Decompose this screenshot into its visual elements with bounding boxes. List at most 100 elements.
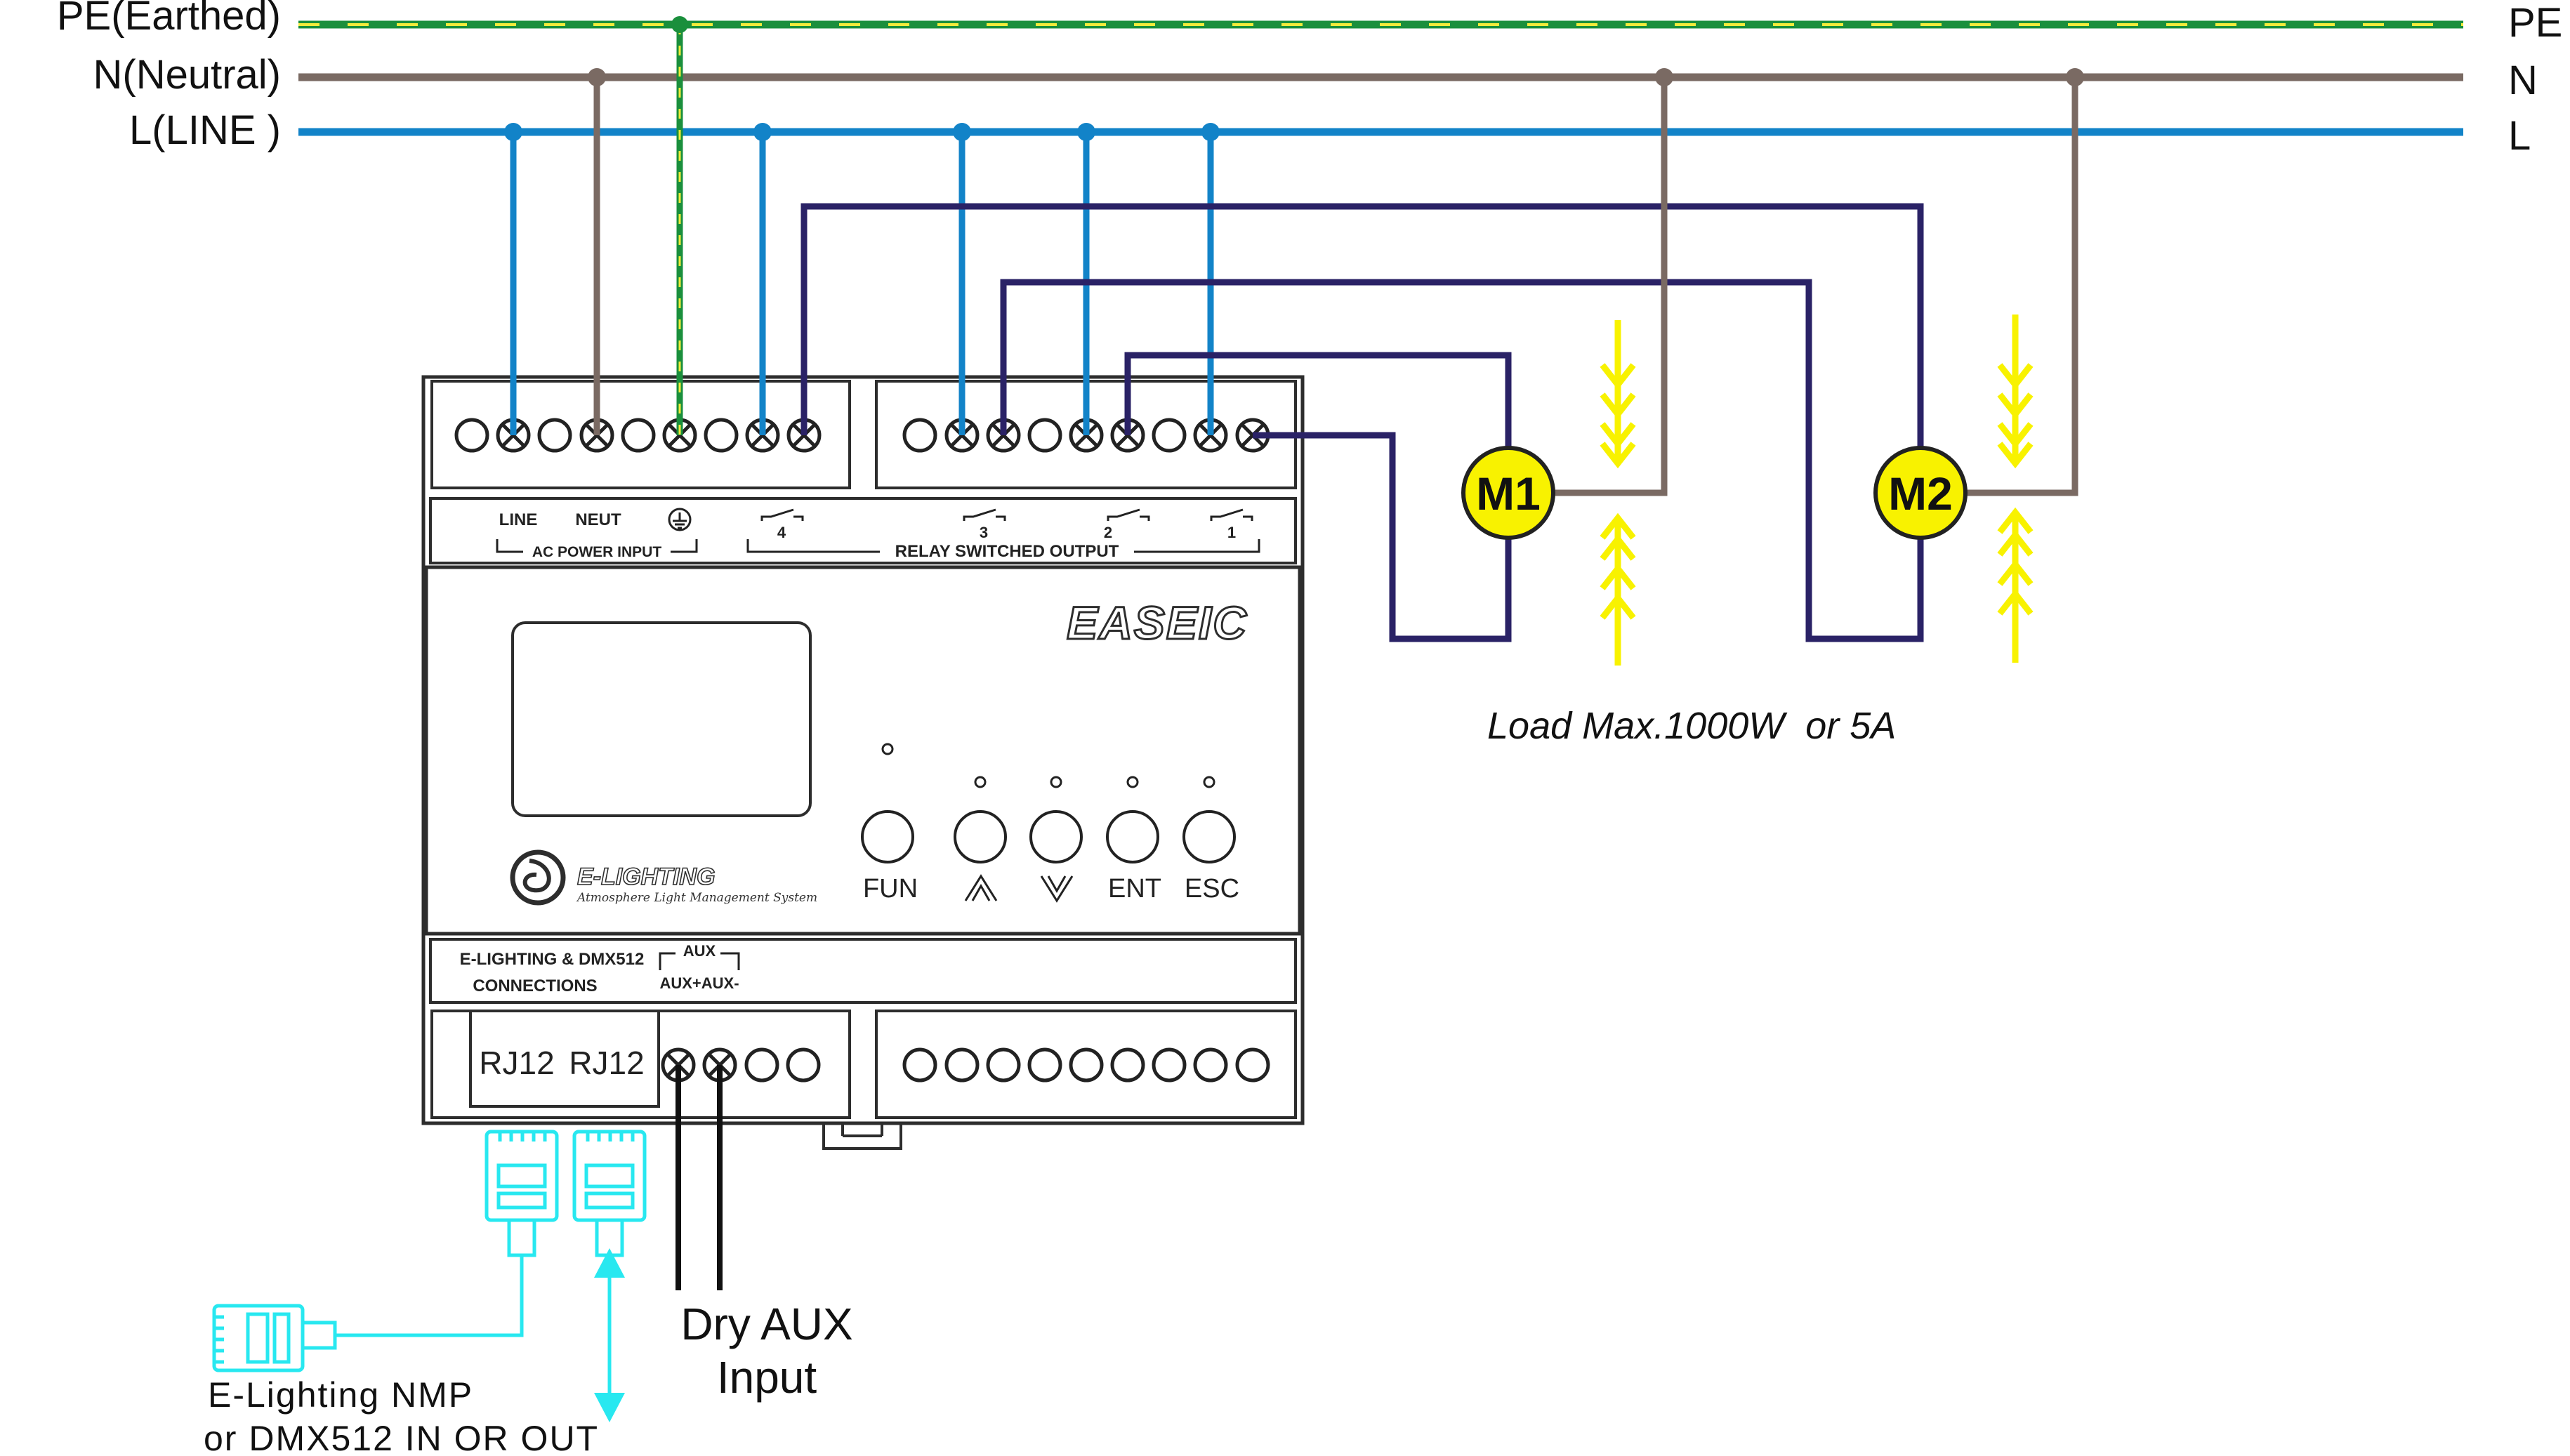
bottom-terminals bbox=[661, 1047, 1270, 1083]
fun-button-label: FUN bbox=[863, 874, 918, 904]
down-arrow-icon bbox=[1997, 363, 2034, 390]
indicator-leds bbox=[881, 743, 1215, 788]
terminal bbox=[786, 1047, 821, 1083]
junction-dot bbox=[504, 123, 522, 141]
junction-dot bbox=[588, 68, 606, 86]
rj12-connectors bbox=[212, 1130, 647, 1405]
m2-neutral-wire bbox=[1957, 77, 2078, 496]
led-indicator bbox=[974, 776, 987, 788]
up-arrow-icon bbox=[1600, 534, 1636, 561]
bus-junction-dots bbox=[504, 16, 2084, 141]
e-lighting-name: E-LIGHTING bbox=[577, 863, 715, 890]
earth-icon bbox=[668, 508, 692, 531]
led-indicator bbox=[1126, 776, 1139, 788]
terminal bbox=[902, 418, 937, 453]
terminal bbox=[454, 418, 489, 453]
led-indicator bbox=[1203, 776, 1215, 788]
terminal bbox=[744, 1047, 779, 1083]
terminal bbox=[704, 418, 739, 453]
motor-m1: M1 bbox=[1461, 446, 1555, 540]
terminal bbox=[1027, 418, 1062, 453]
line-right-label: L bbox=[2508, 113, 2531, 159]
top-left-terminal-block bbox=[430, 380, 851, 489]
up-arrow-icon bbox=[1600, 593, 1636, 620]
relay-wire-m2-up bbox=[800, 203, 1924, 449]
junction-dot bbox=[1077, 123, 1095, 141]
relay-wire-m1-down bbox=[1253, 432, 1512, 642]
relay-switched-output-label: RELAY SWITCHED OUTPUT bbox=[895, 542, 1119, 561]
neutral-left-label: N(Neutral) bbox=[93, 52, 282, 98]
junction-dot bbox=[671, 16, 688, 33]
terminal bbox=[902, 1047, 937, 1083]
nmp-label-2: or DMX512 IN OR OUT bbox=[204, 1419, 599, 1456]
bottom-right-terminal-block bbox=[875, 1010, 1297, 1119]
aux-terminal-labels: AUX+AUX- bbox=[659, 974, 739, 992]
aux-label: AUX bbox=[683, 942, 716, 960]
rj12-plug-side bbox=[212, 1304, 337, 1372]
din-rail-clip bbox=[822, 1122, 902, 1150]
terminal bbox=[1235, 1047, 1270, 1083]
neut-terminal-label: NEUT bbox=[575, 510, 621, 529]
top-terminal-x-marks bbox=[501, 423, 1265, 447]
terminal bbox=[537, 418, 572, 453]
relay-output-wires bbox=[800, 203, 1924, 642]
down-arrow-icon bbox=[1600, 442, 1636, 469]
rj12-plug-right bbox=[572, 1130, 647, 1405]
line-terminal-label: LINE bbox=[499, 510, 538, 529]
e-lighting-swirl-icon bbox=[510, 849, 566, 906]
up-arrow-icon bbox=[1997, 529, 2034, 557]
motor-m2-label: M2 bbox=[1888, 468, 1953, 519]
up-arrow-icon bbox=[1997, 507, 2034, 534]
brand-logo: EASEIC bbox=[1067, 597, 1248, 649]
motor-m2: M2 bbox=[1873, 446, 1968, 540]
connections-subtitle: CONNECTIONS bbox=[473, 977, 597, 995]
m2-motion-arrows bbox=[1997, 315, 2034, 663]
down-arrow-icon bbox=[1997, 442, 2034, 469]
motor-neutral-wires bbox=[1545, 77, 2078, 496]
down-arrow-icon bbox=[1600, 363, 1636, 390]
up-arrow-icon bbox=[1600, 563, 1636, 590]
m1-motion-arrows bbox=[1600, 320, 1636, 666]
terminal bbox=[1152, 1047, 1187, 1083]
rj12-left-port: RJ12 bbox=[479, 1045, 554, 1081]
ent-button[interactable] bbox=[1106, 810, 1159, 863]
dry-aux-input-label-1: Dry AUX bbox=[680, 1299, 852, 1349]
relay-switch-icon bbox=[1107, 508, 1150, 521]
m1-neutral-wire bbox=[1545, 77, 1668, 496]
relay-switch-icon bbox=[963, 508, 1006, 521]
up-chevron-icon bbox=[964, 874, 998, 901]
controller-device bbox=[421, 375, 1305, 1150]
motor-m1-label: M1 bbox=[1476, 468, 1541, 519]
bus-lines bbox=[298, 20, 2463, 136]
fun-button[interactable] bbox=[861, 810, 914, 863]
terminal bbox=[986, 1047, 1021, 1083]
terminal bbox=[1193, 1047, 1228, 1083]
top-terminals bbox=[454, 418, 1270, 453]
rj12-plug-left bbox=[336, 1130, 559, 1337]
top-label-strip bbox=[429, 497, 1297, 564]
motor-m2-circle bbox=[1873, 446, 1968, 540]
up-arrow-icon bbox=[1997, 588, 2034, 616]
pe-right-label: PE bbox=[2508, 0, 2562, 46]
esc-button[interactable] bbox=[1182, 810, 1236, 863]
rj12-port-frame bbox=[469, 1010, 660, 1108]
down-arrow-icon bbox=[1600, 392, 1636, 420]
relay-switch-icon bbox=[760, 508, 804, 521]
motor-m1-circle bbox=[1461, 446, 1555, 540]
down-button[interactable] bbox=[1029, 810, 1083, 863]
neutral-right-label: N bbox=[2508, 58, 2538, 103]
relay-number-4: 4 bbox=[777, 524, 786, 541]
relay-number-1: 1 bbox=[1227, 524, 1236, 541]
relay-contact-symbols bbox=[760, 508, 1253, 521]
led-indicator bbox=[1050, 776, 1062, 788]
bus-drop-wires bbox=[510, 25, 1214, 435]
up-button[interactable] bbox=[954, 810, 1007, 863]
down-arrow-icon bbox=[1997, 392, 2034, 420]
down-arrow-icon bbox=[1600, 422, 1636, 449]
rj12-right-port: RJ12 bbox=[569, 1045, 644, 1081]
line-left-label: L(LINE ) bbox=[129, 107, 281, 153]
nmp-label-1: E-Lighting NMP bbox=[208, 1375, 473, 1415]
relay-switch-icon bbox=[1210, 508, 1253, 521]
up-arrow-icon bbox=[1997, 559, 2034, 586]
